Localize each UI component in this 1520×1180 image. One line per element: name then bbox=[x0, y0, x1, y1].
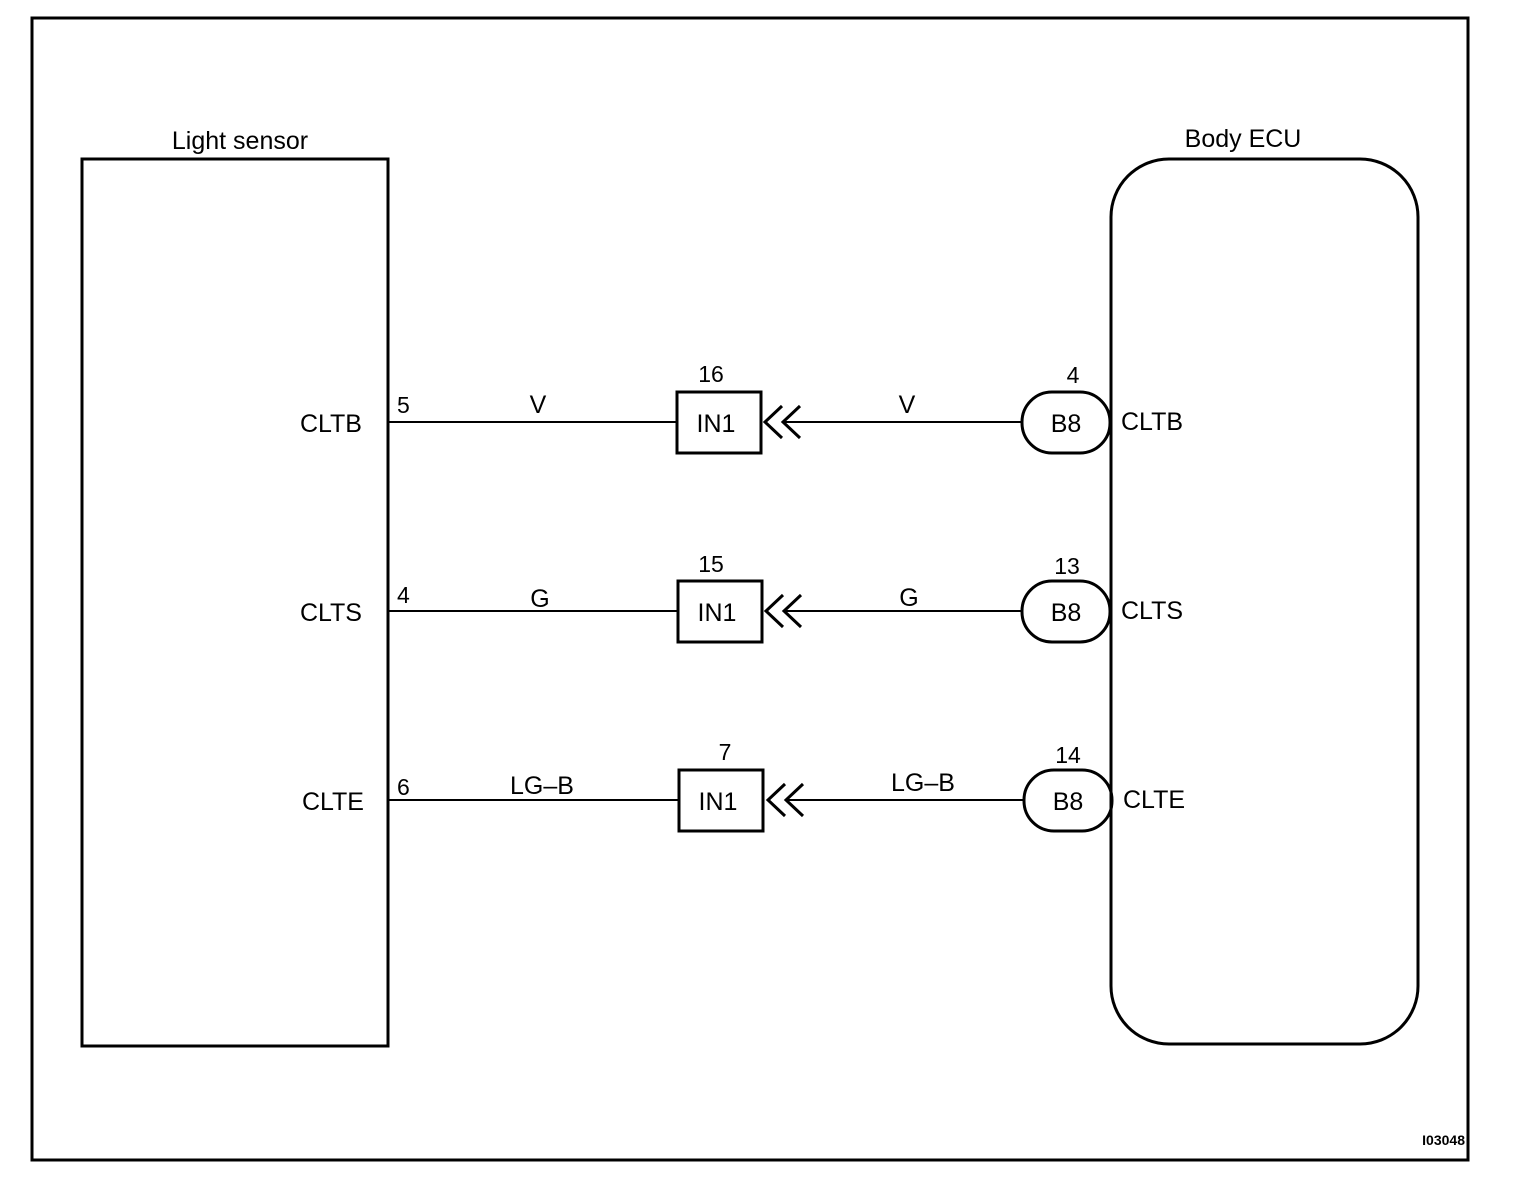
junction-connector bbox=[675, 390, 763, 455]
connector-chevron-icon bbox=[765, 782, 787, 818]
circuit-cltb: CLTB 5 V 16 IN1 V 4 B8 CLTB bbox=[300, 361, 1183, 455]
ecu-connector-label: B8 bbox=[1053, 788, 1084, 816]
ecu-connector bbox=[1020, 390, 1112, 455]
wire-color-left: V bbox=[530, 391, 547, 419]
junction-connector bbox=[676, 579, 764, 644]
wire-color-right: V bbox=[899, 391, 916, 419]
body-ecu-title: Body ECU bbox=[1185, 125, 1302, 153]
junction-pin-number: 15 bbox=[698, 551, 724, 577]
ecu-connector bbox=[1022, 768, 1114, 833]
figure-code: I03048 bbox=[1422, 1132, 1465, 1148]
ecu-connector-label: B8 bbox=[1051, 410, 1082, 438]
sensor-terminal-label: CLTB bbox=[300, 410, 362, 438]
ecu-pin-number: 14 bbox=[1055, 742, 1081, 768]
wire-color-right: LG–B bbox=[891, 769, 955, 797]
junction-pin-number: 16 bbox=[698, 361, 724, 387]
connector-chevron-icon bbox=[783, 782, 805, 818]
ecu-pin-number: 13 bbox=[1054, 553, 1080, 579]
junction-connector bbox=[677, 768, 765, 833]
ecu-connector-label: B8 bbox=[1051, 599, 1082, 627]
junction-label: IN1 bbox=[698, 599, 737, 627]
light-sensor-box bbox=[80, 157, 390, 1048]
junction-label: IN1 bbox=[697, 410, 736, 438]
wire-color-left: G bbox=[530, 585, 549, 613]
connector-chevron-icon bbox=[780, 404, 802, 440]
ecu-pin-number: 4 bbox=[1067, 362, 1080, 388]
circuit-clte: CLTE 6 LG–B 7 IN1 LG–B 14 B8 CLTE bbox=[302, 739, 1185, 833]
sensor-terminal-label: CLTE bbox=[302, 788, 364, 816]
ecu-terminal-label: CLTE bbox=[1123, 786, 1185, 814]
connector-chevron-icon bbox=[781, 593, 803, 629]
sensor-pin-number: 6 bbox=[397, 774, 410, 800]
light-sensor-title: Light sensor bbox=[172, 127, 308, 155]
junction-pin-number: 7 bbox=[719, 739, 732, 765]
diagram-frame bbox=[30, 16, 1470, 1162]
body-ecu-box bbox=[1109, 157, 1420, 1046]
circuit-clts: CLTS 4 G 15 IN1 G 13 B8 CLTS bbox=[300, 551, 1183, 644]
wire-color-left: LG–B bbox=[510, 772, 574, 800]
wire-color-right: G bbox=[899, 584, 918, 612]
sensor-terminal-label: CLTS bbox=[300, 599, 362, 627]
ecu-terminal-label: CLTB bbox=[1121, 408, 1183, 436]
junction-label: IN1 bbox=[699, 788, 738, 816]
connector-chevron-icon bbox=[763, 593, 785, 629]
sensor-pin-number: 4 bbox=[397, 582, 410, 608]
ecu-connector bbox=[1020, 579, 1112, 644]
sensor-pin-number: 5 bbox=[397, 392, 410, 418]
ecu-terminal-label: CLTS bbox=[1121, 597, 1183, 625]
connector-chevron-icon bbox=[762, 404, 784, 440]
